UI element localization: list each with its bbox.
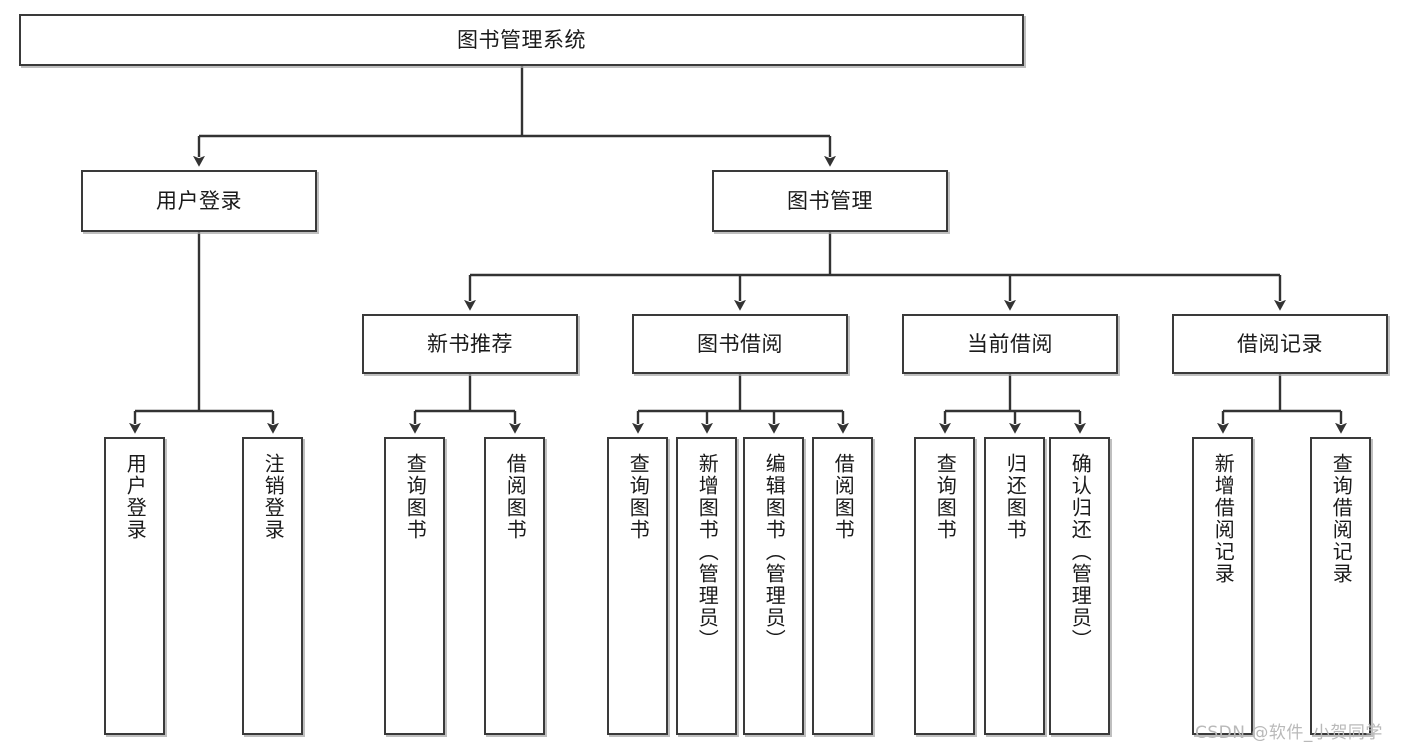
node-label: 查询借阅记录 [1329,453,1354,585]
node-leaf-query-book-1[interactable]: 查询图书 [384,437,445,735]
node-label: 新书推荐 [427,331,513,356]
node-login[interactable]: 用户登录 [81,170,317,232]
node-label: 借阅图书 [503,453,528,541]
node-label: 借阅记录 [1237,331,1323,356]
node-currentborrow[interactable]: 当前借阅 [902,314,1118,374]
node-label: 确认归还（管理员） [1068,453,1093,651]
node-leaf-confirm-return[interactable]: 确认归还（管理员） [1049,437,1110,735]
node-leaf-query-book-2[interactable]: 查询图书 [607,437,668,735]
node-borrowrecord[interactable]: 借阅记录 [1172,314,1388,374]
node-label: 查询图书 [403,453,428,541]
node-label: 查询图书 [933,453,958,541]
node-leaf-add-record[interactable]: 新增借阅记录 [1192,437,1253,735]
node-label: 新增借阅记录 [1211,453,1236,585]
node-leaf-logout[interactable]: 注销登录 [242,437,303,735]
node-leaf-query-record[interactable]: 查询借阅记录 [1310,437,1371,735]
node-leaf-user-login[interactable]: 用户登录 [104,437,165,735]
node-leaf-query-book-3[interactable]: 查询图书 [914,437,975,735]
node-bookmgmt[interactable]: 图书管理 [712,170,948,232]
node-label: 新增图书（管理员） [695,453,720,651]
csdn-watermark: CSDN @软件_小贺同学 [1195,723,1383,743]
node-label: 归还图书 [1003,453,1028,541]
node-leaf-add-book[interactable]: 新增图书（管理员） [676,437,737,735]
node-label: 查询图书 [626,453,651,541]
node-label: 图书管理 [787,188,873,213]
node-borrowbook[interactable]: 图书借阅 [632,314,848,374]
node-leaf-borrow-book-2[interactable]: 借阅图书 [812,437,873,735]
node-leaf-edit-book[interactable]: 编辑图书（管理员） [743,437,804,735]
node-root[interactable]: 图书管理系统 [19,14,1024,66]
node-leaf-borrow-book-1[interactable]: 借阅图书 [484,437,545,735]
node-label: 当前借阅 [967,331,1053,356]
node-label: 图书借阅 [697,331,783,356]
node-label: 用户登录 [123,453,148,541]
node-label: 借阅图书 [831,453,856,541]
node-label: 注销登录 [261,453,286,541]
node-leaf-return-book[interactable]: 归还图书 [984,437,1045,735]
node-label: 编辑图书（管理员） [762,453,787,651]
node-label: 图书管理系统 [457,27,586,52]
node-label: 用户登录 [156,188,242,213]
node-newbook[interactable]: 新书推荐 [362,314,578,374]
